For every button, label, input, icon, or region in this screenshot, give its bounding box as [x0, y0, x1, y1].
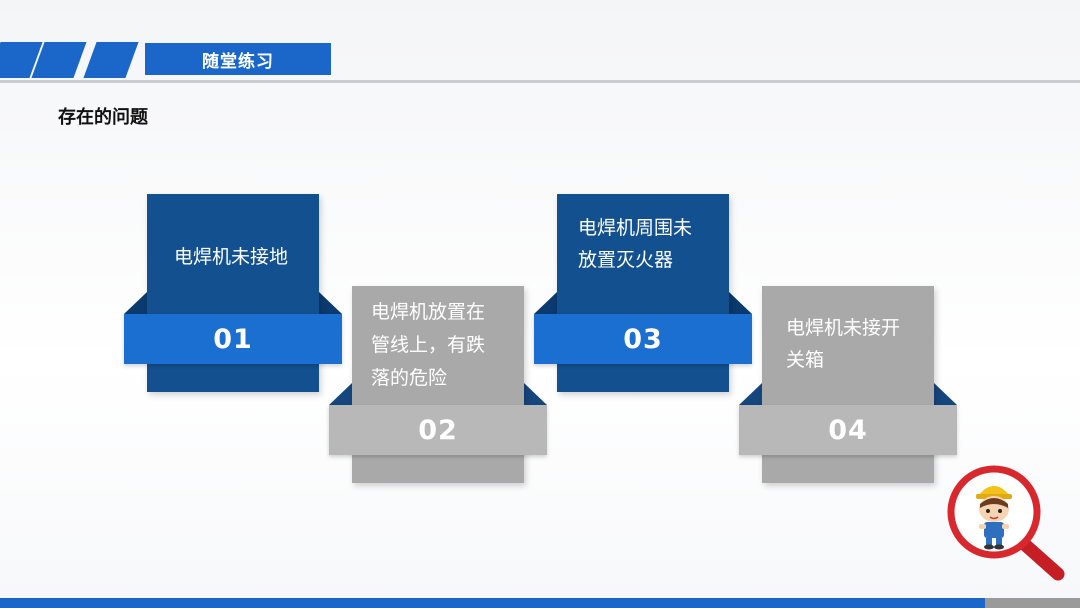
section-title: 随堂练习: [145, 43, 331, 75]
card-01-number: 01: [124, 314, 342, 364]
card-02-text-line-3: 落的危险: [371, 367, 448, 389]
footer-bar-gray: [985, 598, 1080, 608]
card-04-fold-right: [934, 383, 957, 405]
card-02-text-line-1: 电焊机放置在: [371, 301, 486, 323]
card-02-number: 02: [329, 405, 547, 455]
header-divider: [0, 80, 1080, 83]
card-03-fold-left: [534, 292, 557, 314]
card-01-text: 电焊机未接地: [174, 246, 289, 268]
header-stripe-3: [83, 42, 139, 78]
magnifier-mascot-icon: [947, 465, 1065, 581]
card-03-number: 03: [534, 314, 752, 364]
card-03-text-line-1: 电焊机周围未: [578, 217, 693, 239]
card-04-text-line-2: 关箱: [786, 349, 825, 371]
card-01-fold-right: [319, 292, 342, 314]
page-subtitle: 存在的问题: [58, 107, 148, 128]
card-02-text-line-2: 管线上，有跌: [371, 334, 486, 356]
card-03-text-line-2: 放置灭火器: [578, 249, 674, 271]
card-01-fold-left: [124, 292, 147, 314]
footer-bar: [0, 598, 1080, 608]
card-02-fold-right: [524, 383, 547, 405]
card-02-fold-left: [329, 383, 352, 405]
card-04-number: 04: [739, 405, 957, 455]
card-03-fold-right: [729, 292, 752, 314]
card-04-text-line-1: 电焊机未接开: [786, 317, 901, 339]
card-04-fold-left: [739, 383, 762, 405]
